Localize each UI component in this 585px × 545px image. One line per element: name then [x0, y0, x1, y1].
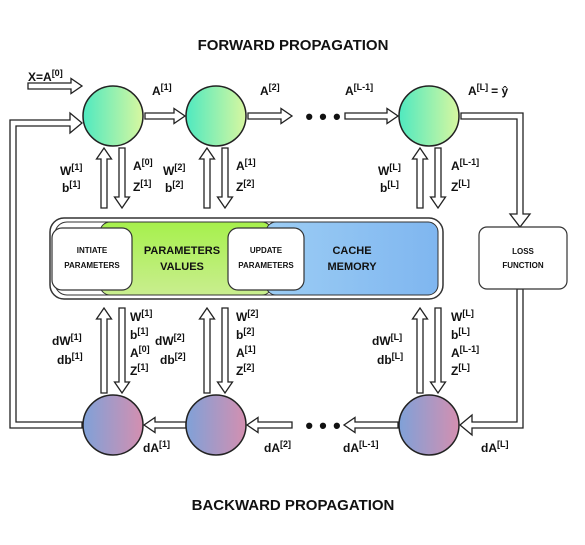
svg-text:b[2]: b[2] [165, 179, 183, 195]
forward-arrow-1-2 [144, 107, 187, 125]
upper-up-arrow-2 [198, 146, 216, 209]
forward-node-1 [82, 85, 144, 147]
svg-text:Z[2]: Z[2] [236, 178, 254, 194]
svg-text:b[L]: b[L] [380, 179, 399, 195]
svg-text:W[1]: W[1] [130, 308, 152, 324]
update-label-2: PARAMETERS [238, 261, 294, 270]
svg-text:Z[1]: Z[1] [130, 362, 148, 378]
forward-to-loss-arrow [460, 112, 532, 229]
upper-col1-left-labels: W[1] b[1] [60, 162, 82, 195]
svg-text:W[2]: W[2] [163, 162, 185, 178]
upper-col2-right-labels: A[1] Z[2] [236, 157, 256, 194]
lower-colL-right-labels: W[L] b[L] A[L-1] Z[L] [451, 308, 479, 378]
svg-text:b[1]: b[1] [130, 326, 148, 342]
svg-text:dW[1]: dW[1] [52, 332, 82, 348]
backward-da2-label: dA[2] [264, 439, 291, 455]
title-backward-propagation: BACKWARD PROPAGATION [192, 497, 395, 514]
backward-arrow-ellipsis-2 [245, 416, 293, 434]
loss-label-2: FUNCTION [502, 261, 544, 270]
upper-down-arrow-2 [216, 147, 234, 210]
parameters-label-2: VALUES [160, 261, 204, 273]
forward-aLm1-label: A[L-1] [345, 82, 373, 98]
lower-up-arrow-1 [95, 306, 113, 394]
svg-text:W[2]: W[2] [236, 308, 258, 324]
upper-colL-left-labels: W[L] b[L] [378, 162, 401, 195]
lower-down-arrow-2 [216, 307, 234, 395]
input-arrow [27, 77, 84, 95]
upper-down-arrow-1 [113, 147, 131, 210]
upper-col2-left-labels: W[2] b[2] [163, 162, 185, 195]
svg-text:A[0]: A[0] [133, 157, 153, 173]
svg-text:Z[L]: Z[L] [451, 362, 470, 378]
backward-feedback-loop-arrow [9, 111, 84, 429]
svg-text:A[0]: A[0] [130, 344, 150, 360]
loss-function-box [478, 226, 568, 290]
parameters-label-1: PARAMETERS [144, 245, 220, 257]
backward-node-L [398, 394, 460, 456]
backward-da1-label: dA[1] [143, 439, 170, 455]
svg-text:db[1]: db[1] [57, 351, 83, 367]
backward-arrow-2-1 [142, 416, 187, 434]
svg-text:dW[L]: dW[L] [372, 332, 402, 348]
forward-aL-label: A[L]= ŷ [468, 82, 509, 98]
forward-ellipsis: • • • [305, 104, 340, 129]
forward-node-2 [185, 85, 247, 147]
backward-node-2 [185, 394, 247, 456]
cache-label-2: MEMORY [327, 261, 377, 273]
lower-down-arrow-3 [429, 307, 447, 395]
upper-up-arrow-3 [411, 146, 429, 209]
svg-text:Z[2]: Z[2] [236, 362, 254, 378]
initiate-parameters-box [51, 227, 133, 291]
upper-up-arrow-1 [95, 146, 113, 209]
cache-label-1: CACHE [332, 245, 371, 257]
upper-col1-right-labels: A[0] Z[1] [133, 157, 153, 194]
lower-col2-left-labels: dW[2] db[2] [155, 332, 186, 367]
update-label-1: UPDATE [250, 246, 283, 255]
svg-text:A[1]: A[1] [236, 344, 256, 360]
svg-text:W[1]: W[1] [60, 162, 82, 178]
forward-a1-label: A[1] [152, 82, 172, 98]
title-forward-propagation: FORWARD PROPAGATION [198, 37, 389, 54]
lower-col2-right-labels: W[2] b[2] A[1] Z[2] [236, 308, 258, 378]
backward-node-1 [82, 394, 144, 456]
svg-text:dW[2]: dW[2] [155, 332, 185, 348]
lower-up-arrow-2 [198, 306, 216, 394]
upper-down-arrow-3 [429, 147, 447, 210]
backward-daL-label: dA[L] [481, 439, 509, 455]
loss-label-1: LOSS [512, 247, 534, 256]
upper-colL-right-labels: A[L-1] Z[L] [451, 157, 479, 194]
input-x-label: X=A[0] [28, 68, 63, 84]
svg-text:db[L]: db[L] [377, 351, 403, 367]
initiate-label-2: PARAMETERS [64, 261, 120, 270]
forward-node-L [398, 85, 460, 147]
initiate-label-1: INTIATE [77, 246, 108, 255]
svg-text:db[2]: db[2] [160, 351, 186, 367]
svg-text:A[L-1]: A[L-1] [451, 157, 479, 173]
svg-text:Z[1]: Z[1] [133, 178, 151, 194]
svg-text:b[L]: b[L] [451, 326, 470, 342]
backward-ellipsis: • • • [305, 413, 340, 438]
svg-text:A[L-1]: A[L-1] [451, 344, 479, 360]
update-parameters-box [227, 227, 305, 291]
svg-text:A[1]: A[1] [236, 157, 256, 173]
backward-daLm1-label: dA[L-1] [343, 439, 379, 455]
svg-text:b[1]: b[1] [62, 179, 80, 195]
arrow-layer [9, 77, 532, 437]
forward-arrow-2-ellipsis [247, 107, 294, 125]
lower-col1-right-labels: W[1] b[1] A[0] Z[1] [130, 308, 152, 378]
svg-text:W[L]: W[L] [451, 308, 474, 324]
svg-text:b[2]: b[2] [236, 326, 254, 342]
loss-to-backward-arrow [458, 288, 524, 437]
lower-colL-left-labels: dW[L] db[L] [372, 332, 403, 367]
svg-text:Z[L]: Z[L] [451, 178, 470, 194]
lower-down-arrow-1 [113, 307, 131, 395]
backward-arrow-L-ellipsis [342, 416, 399, 434]
lower-up-arrow-3 [411, 306, 429, 394]
svg-text:W[L]: W[L] [378, 162, 401, 178]
lower-col1-left-labels: dW[1] db[1] [52, 332, 83, 367]
forward-arrow-ellipsis-L [344, 107, 400, 125]
forward-a2-label: A[2] [260, 82, 280, 98]
